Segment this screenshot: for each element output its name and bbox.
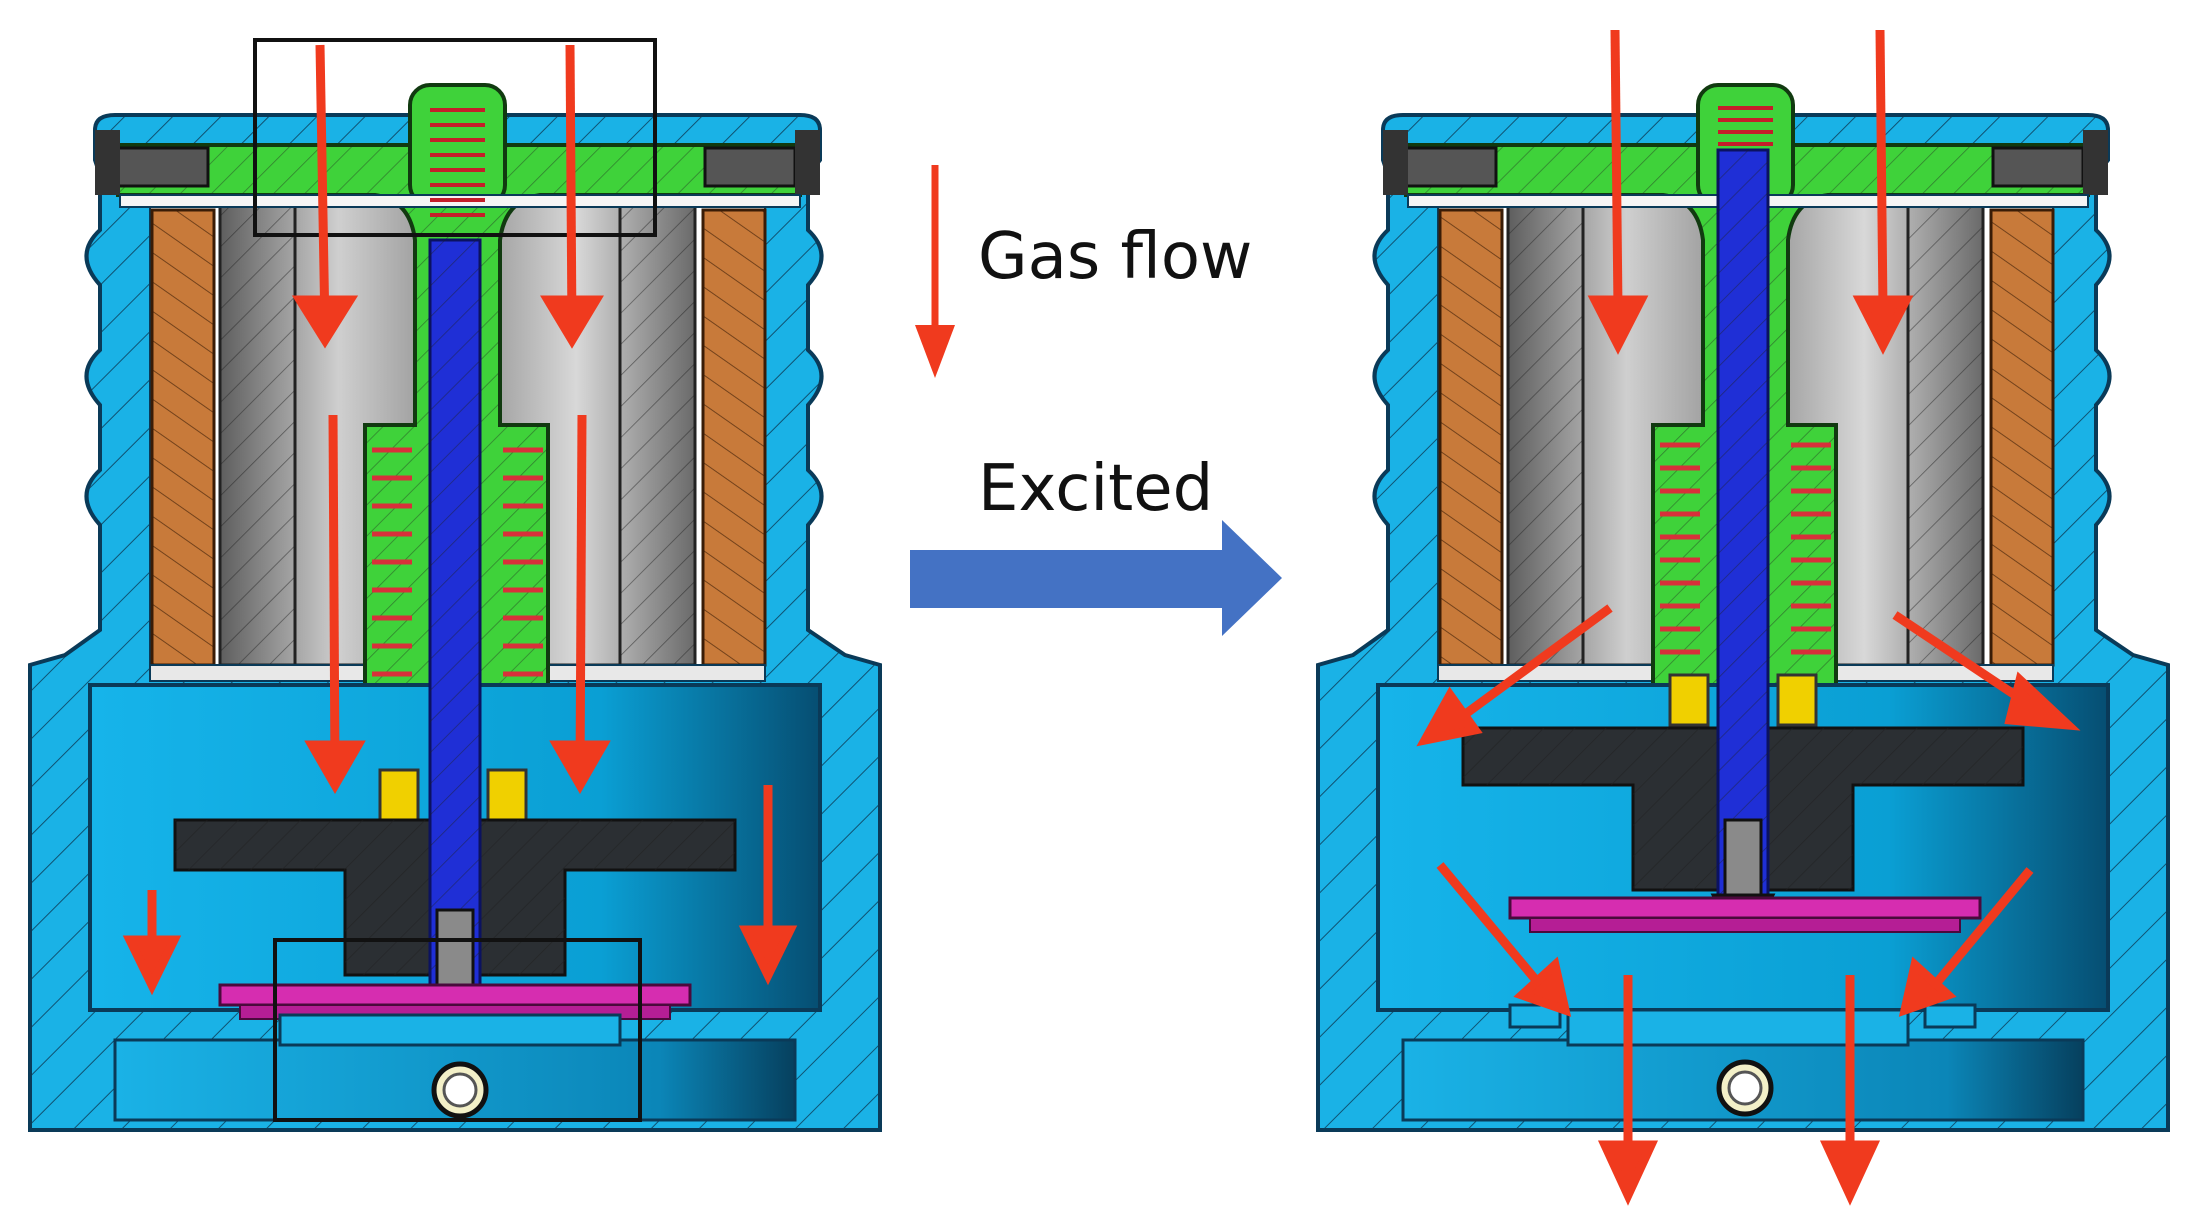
state-transition: Excited [910, 452, 1282, 636]
arrow-down-icon [915, 165, 955, 378]
bolt [435, 908, 475, 987]
top-spring [430, 108, 485, 217]
top-screw-left [1404, 146, 1498, 188]
gas-flow-label: Gas flow [978, 220, 1252, 294]
sealing-disc [1508, 896, 1982, 920]
top-screw-left [116, 146, 210, 188]
valve-closed-section [28, 38, 882, 1132]
bolt [1723, 818, 1763, 897]
detail-frame-bottom [273, 938, 642, 1122]
valve-open-section [1316, 29, 2170, 1206]
seal-left [378, 768, 420, 822]
gas-flow-legend: Gas flow [915, 165, 1252, 378]
seal-right [486, 768, 528, 822]
main-spring [1660, 442, 1831, 655]
excited-label: Excited [978, 452, 1213, 526]
arrow-right-icon [910, 520, 1282, 636]
flow-arrows-closed [122, 44, 798, 996]
top-spring [1718, 106, 1773, 146]
sealing-disc [218, 983, 692, 1007]
seal-left [1668, 673, 1710, 727]
detail-frame-top [253, 38, 657, 237]
top-screw-right [1991, 146, 2085, 188]
flow-arrows-open [1416, 29, 2081, 1206]
seal-right [1776, 673, 1818, 727]
top-screw-right [703, 146, 797, 188]
